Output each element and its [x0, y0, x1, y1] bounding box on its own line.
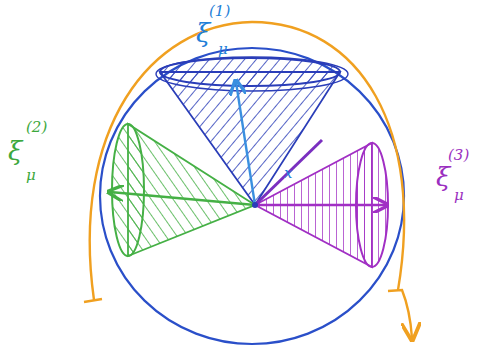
superscript-index: (2) — [26, 120, 47, 135]
subscript-index: μ — [26, 168, 36, 183]
vector-symbol: ξ — [8, 138, 22, 164]
vector-1 — [236, 82, 255, 205]
orange-arc — [84, 22, 412, 338]
center-dot — [252, 202, 258, 208]
superscript-index: (3) — [448, 148, 469, 163]
vector-label: x — [284, 166, 292, 181]
subscript-index: μ — [218, 42, 228, 57]
vector-symbol: ξ — [436, 164, 450, 190]
superscript-index: (1) — [209, 4, 230, 19]
subscript-index: μ — [454, 188, 464, 203]
vector-3 — [255, 204, 386, 206]
green-cone — [112, 124, 255, 256]
vector-x — [255, 140, 322, 205]
vector-symbol: ξ — [196, 20, 210, 46]
vector-2 — [110, 192, 255, 205]
purple-cone — [255, 143, 388, 267]
sphere-outline — [100, 48, 404, 344]
